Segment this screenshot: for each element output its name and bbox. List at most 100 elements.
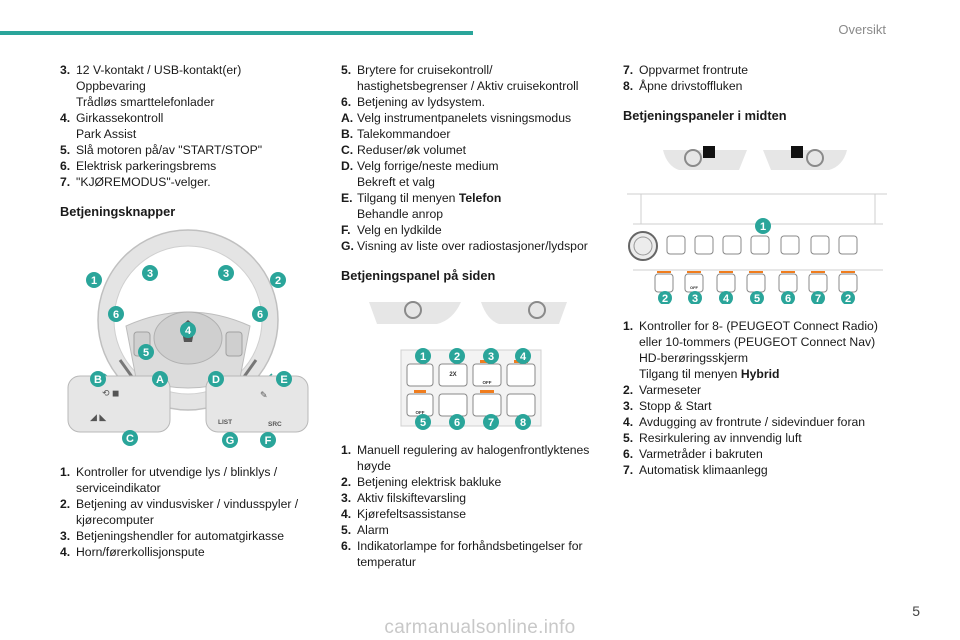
badge-6: 6 [449, 414, 465, 430]
list-item: 2.Betjening elektrisk bakluke [341, 475, 502, 489]
badge-4: 4 [180, 322, 196, 338]
badge-g: G [222, 432, 238, 448]
list-item: 6.Indikatorlampe for forhåndsbetingelser… [341, 539, 583, 569]
list-item: 5.Alarm [341, 523, 389, 537]
svg-text:E: E [280, 374, 287, 386]
svg-text:◢ ◣: ◢ ◣ [90, 412, 106, 422]
list-top: 7.Oppvarmet frontrute 8.Åpne drivstofflu… [623, 62, 893, 94]
list-item: 3.Betjeningshendler for automatgirkasse [60, 529, 284, 543]
svg-text:5: 5 [143, 347, 149, 359]
list-item: 5.Brytere for cruisekontroll/hastighetsb… [341, 63, 579, 93]
section-heading: Betjeningsknapper [60, 204, 176, 219]
column-2: 5.Brytere for cruisekontroll/hastighetsb… [341, 62, 599, 570]
list-item: G.Visning av liste over radiostasjoner/l… [341, 239, 588, 253]
badge-8: 8 [515, 414, 531, 430]
badge-c: C [122, 430, 138, 446]
badge-e: E [276, 371, 292, 387]
badge-1: 1 [86, 272, 102, 288]
list-item: A.Velg instrumentpanelets visningsmodus [341, 111, 572, 125]
column-1: 3.12 V-kontakt / USB-kontakt(er)Oppbevar… [60, 62, 310, 560]
svg-text:3: 3 [692, 293, 698, 304]
svg-text:2: 2 [662, 293, 668, 304]
svg-text:4: 4 [185, 325, 192, 337]
page-section-title: Oversikt [838, 22, 886, 37]
list-bottom: 1.Manuell regulering av halogenfrontlykt… [341, 442, 599, 570]
svg-text:6: 6 [257, 309, 263, 321]
svg-text:6: 6 [785, 293, 791, 304]
svg-text:OFF: OFF [483, 380, 492, 385]
svg-text:2X: 2X [449, 372, 456, 378]
list-item: 5.Slå motoren på/av "START/STOP" [60, 143, 263, 157]
header-accent-bar [0, 31, 473, 35]
svg-text:6: 6 [454, 417, 460, 429]
badge-3: 3 [483, 348, 499, 364]
svg-text:1: 1 [760, 221, 766, 233]
list-item: 7."KJØREMODUS"-velger. [60, 175, 211, 189]
list-item: F.Velg en lydkilde [341, 223, 442, 237]
svg-text:A: A [156, 374, 164, 386]
list-item: 4.Kjørefeltsassistanse [341, 507, 467, 521]
list-item: 2.Betjening av vindusvisker / vindusspyl… [60, 497, 299, 527]
list-item: 6.Varmetråder i bakruten [623, 447, 763, 461]
list-item: 1.Kontroller for utvendige lys / blinkly… [60, 465, 278, 495]
list-top: 3.12 V-kontakt / USB-kontakt(er)Oppbevar… [60, 62, 310, 190]
list-item: B.Talekommandoer [341, 127, 451, 141]
badge-6: 6 [252, 306, 268, 322]
list-item: 3.12 V-kontakt / USB-kontakt(er)Oppbevar… [60, 63, 242, 109]
side-panel-illustration: 2X OFF OFF 1 2 3 4 5 6 7 8 [369, 301, 567, 430]
list-item: 6.Elektrisk parkeringsbrems [60, 159, 217, 173]
svg-text:C: C [126, 433, 134, 445]
section-heading: Betjeningspaneler i midten [623, 108, 787, 123]
section-heading: Betjeningspanel på siden [341, 268, 496, 283]
steering-wheel-illustration: ⟲ ◼ ◢ ◣ LIST SRC ✎ 1 2 3 3 4 5 6 6 B A D… [67, 229, 309, 448]
svg-text:B: B [94, 374, 102, 386]
svg-text:2: 2 [454, 351, 460, 363]
list-item: 1.Kontroller for 8- (PEUGEOT Connect Rad… [623, 319, 878, 381]
badge-5: 5 [750, 291, 764, 305]
svg-text:OFF: OFF [690, 285, 699, 290]
badge-7: 7 [811, 291, 825, 305]
badge-4: 4 [515, 348, 531, 364]
steering-wheel-figure: ⟲ ◼ ◢ ◣ LIST SRC ✎ 1 2 3 3 4 5 6 6 B A D… [60, 228, 310, 456]
list-bottom: 1.Kontroller for 8- (PEUGEOT Connect Rad… [623, 318, 893, 478]
list-top: 5.Brytere for cruisekontroll/hastighetsb… [341, 62, 599, 254]
list-item: 2.Varmeseter [623, 383, 702, 397]
svg-text:LIST: LIST [218, 419, 232, 426]
badge-b: B [90, 371, 106, 387]
badge-1: 1 [415, 348, 431, 364]
badge-d: D [208, 371, 224, 387]
badge-3: 3 [218, 265, 234, 281]
svg-text:F: F [265, 435, 272, 447]
svg-text:7: 7 [488, 417, 494, 429]
list-item: 7.Automatisk klimaanlegg [623, 463, 768, 477]
badge-2: 2 [658, 291, 672, 305]
badge-7: 7 [483, 414, 499, 430]
badge-a: A [152, 371, 168, 387]
svg-text:SRC: SRC [268, 421, 282, 428]
badge-3: 3 [688, 291, 702, 305]
badge-4: 4 [719, 291, 733, 305]
badge-f: F [260, 432, 276, 448]
list-item: 3.Aktiv filskiftevarsling [341, 491, 467, 505]
svg-text:OFF: OFF [416, 410, 425, 415]
svg-text:7: 7 [815, 293, 821, 304]
badge-1: 1 [755, 218, 771, 234]
badge-2: 2 [270, 272, 286, 288]
watermark: carmanualsonline.info [384, 617, 576, 638]
svg-text:8: 8 [520, 417, 526, 429]
badge-2: 2 [841, 291, 855, 305]
list-item: 8.Åpne drivstoffluken [623, 79, 743, 93]
svg-text:4: 4 [520, 351, 527, 363]
svg-text:1: 1 [420, 351, 426, 363]
center-panel-figure: OFF 1 2 3 4 5 6 7 2 [623, 132, 893, 305]
svg-text:✎: ✎ [260, 390, 268, 400]
svg-text:3: 3 [147, 268, 153, 280]
badge-3: 3 [142, 265, 158, 281]
badge-6: 6 [781, 291, 795, 305]
list-item: 4.Horn/førerkollisjonspute [60, 545, 205, 559]
list-item: 7.Oppvarmet frontrute [623, 63, 749, 77]
list-item: 5.Resirkulering av innvendig luft [623, 431, 802, 445]
list-bottom: 1.Kontroller for utvendige lys / blinkly… [60, 464, 310, 560]
